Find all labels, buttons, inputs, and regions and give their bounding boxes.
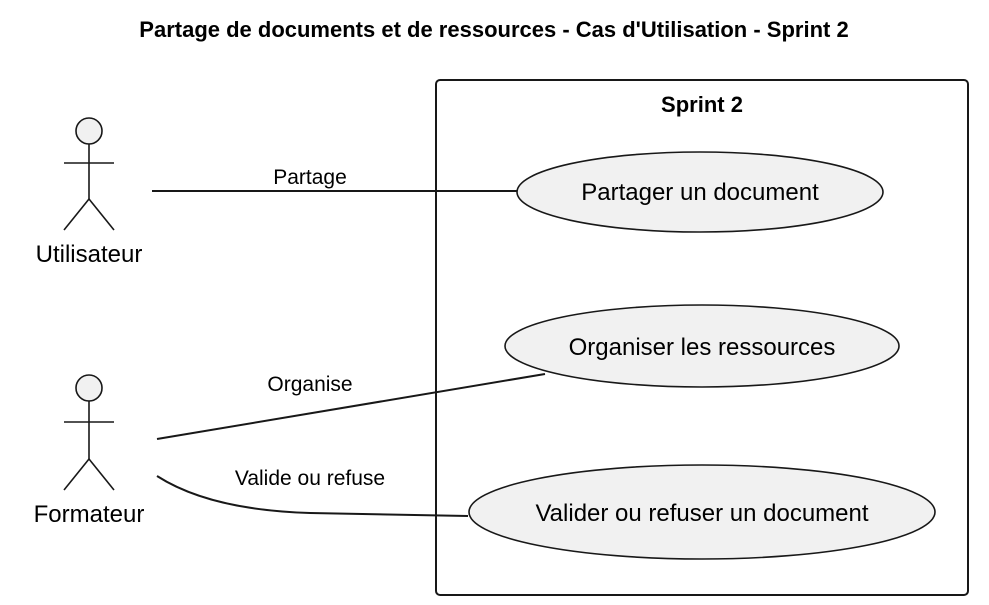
association-line-valide: [156, 475, 469, 517]
association-line-organise: [156, 373, 546, 440]
use-case-shape-partager: [516, 151, 884, 233]
actor-utilisateur: Utilisateur: [36, 117, 143, 268]
association-organise: Organise: [156, 373, 546, 440]
use-case-label-organiser: Organiser les ressources: [569, 334, 836, 361]
system-boundary-title: Sprint 2: [661, 92, 743, 117]
association-valide: Valide ou refuse: [156, 467, 469, 517]
association-label-valide: Valide ou refuse: [235, 467, 385, 490]
use-case-label-valider: Valider ou refuser un document: [535, 500, 868, 527]
association-label-partage: Partage: [273, 166, 347, 189]
association-partage: Partage: [152, 166, 517, 192]
use-case-shape-valider: [468, 464, 936, 560]
use-case-label-partager: Partager un document: [581, 179, 819, 206]
use-case-organiser: Organiser les ressources: [504, 304, 900, 388]
use-case-partager: Partager un document: [516, 151, 884, 233]
stick-figure-icon: [63, 374, 115, 491]
use-case-valider: Valider ou refuser un document: [468, 464, 936, 560]
actor-formateur: Formateur: [34, 374, 145, 528]
association-label-organise: Organise: [267, 373, 352, 396]
diagram-title: Partage de documents et de ressources - …: [139, 17, 848, 42]
stick-figure-icon: [63, 117, 115, 231]
associations: Partage Organise Valide ou refuse: [152, 166, 546, 517]
use-case-shape-organiser: [504, 304, 900, 388]
actor-label-formateur: Formateur: [34, 501, 145, 528]
actor-label-utilisateur: Utilisateur: [36, 241, 143, 268]
